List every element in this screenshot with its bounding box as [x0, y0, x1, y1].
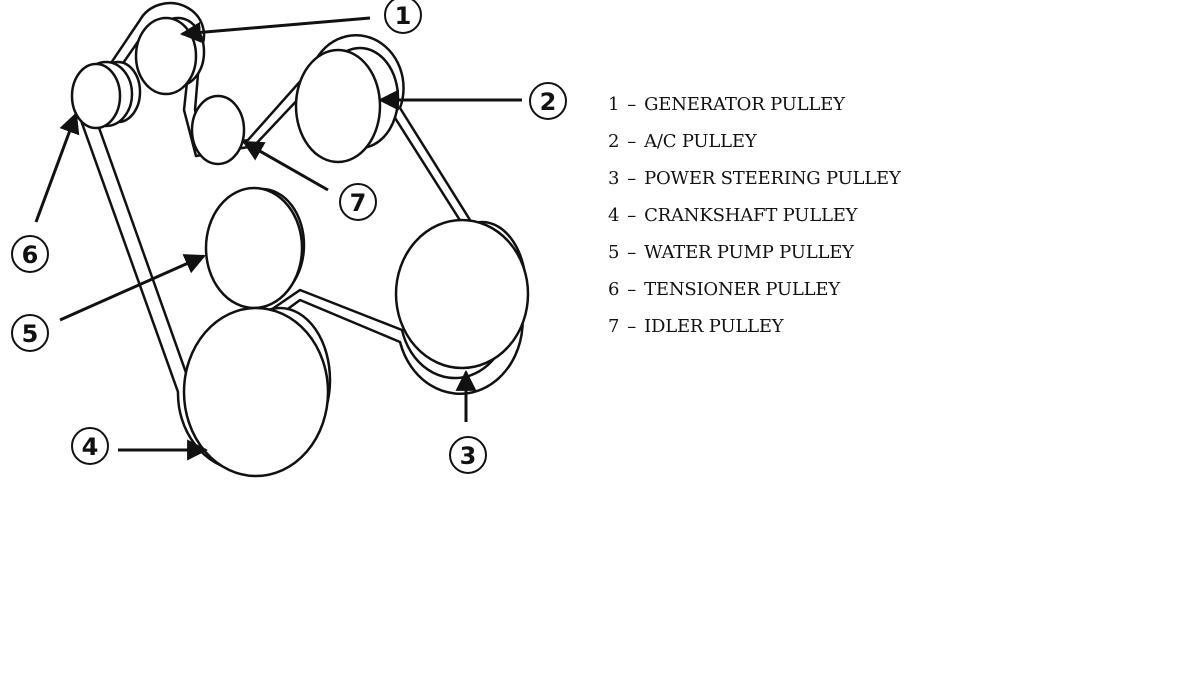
callout-1: 1 — [384, 0, 422, 34]
callout-6: 6 — [11, 235, 49, 273]
arrow-7 — [242, 140, 329, 192]
legend-item-4: 4–CRANKSHAFT PULLEY — [608, 205, 858, 226]
callout-arrows — [34, 16, 522, 461]
arrow-6 — [34, 112, 80, 223]
generator-pulley — [134, 16, 206, 96]
svg-text:7: 7 — [350, 189, 367, 217]
svg-text:4: 4 — [82, 433, 99, 461]
svg-text:2: 2 — [540, 88, 557, 116]
legend: 1–GENERATOR PULLEY 2–A/C PULLEY 3–POWER … — [608, 86, 901, 345]
svg-text:5: 5 — [22, 320, 39, 348]
callout-4: 4 — [71, 427, 109, 465]
belt-routing-diagram: 1 2 3 4 5 6 7 — [11, 0, 567, 478]
callout-3: 3 — [449, 436, 487, 474]
callout-7: 7 — [339, 183, 377, 221]
svg-text:3: 3 — [460, 442, 477, 470]
water-pump-pulley — [204, 186, 306, 310]
legend-item-7: 7–IDLER PULLEY — [608, 316, 784, 337]
legend-item-6: 6–TENSIONER PULLEY — [608, 279, 841, 300]
callout-2: 2 — [529, 82, 567, 120]
arrow-1 — [179, 16, 371, 43]
legend-item-2: 2–A/C PULLEY — [608, 131, 757, 152]
callout-5: 5 — [11, 314, 49, 352]
power-steering-pulley — [394, 218, 530, 370]
ac-pulley — [294, 46, 400, 164]
legend-item-1: 1–GENERATOR PULLEY — [608, 94, 845, 115]
idler-pulley — [190, 94, 246, 166]
svg-text:6: 6 — [22, 241, 39, 269]
arrow-5 — [59, 254, 206, 322]
svg-text:1: 1 — [395, 2, 412, 30]
legend-item-3: 3–POWER STEERING PULLEY — [608, 168, 901, 189]
crankshaft-pulley — [182, 306, 332, 478]
tensioner-pulley — [70, 60, 142, 130]
legend-item-5: 5–WATER PUMP PULLEY — [608, 242, 854, 263]
